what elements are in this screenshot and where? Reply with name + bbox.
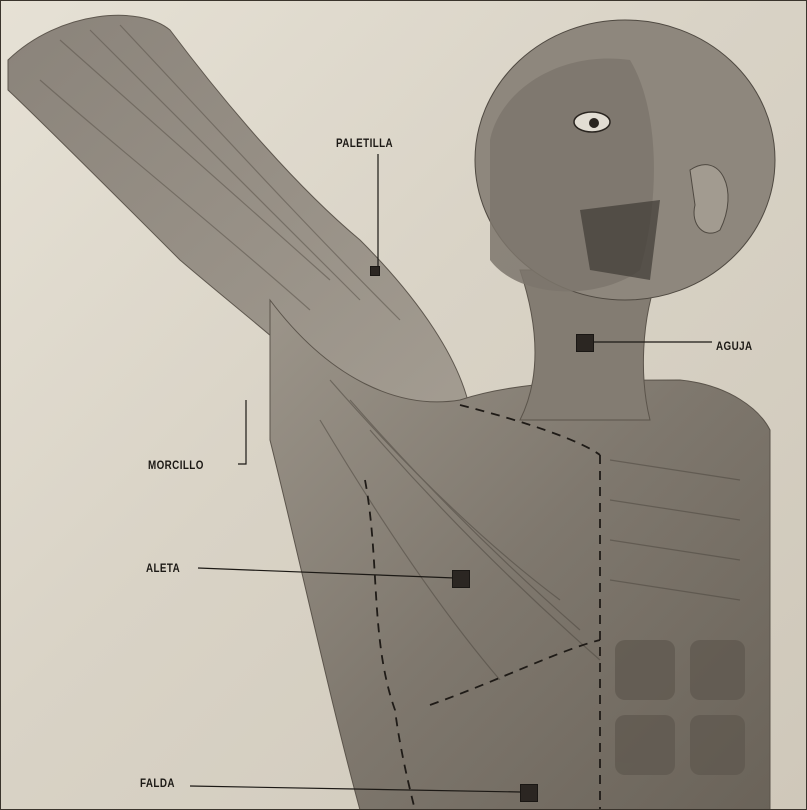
image-border bbox=[0, 0, 807, 810]
anatomy-illustration: PALETILLA AGUJA MORCILLO ALETA FALDA bbox=[0, 0, 807, 810]
